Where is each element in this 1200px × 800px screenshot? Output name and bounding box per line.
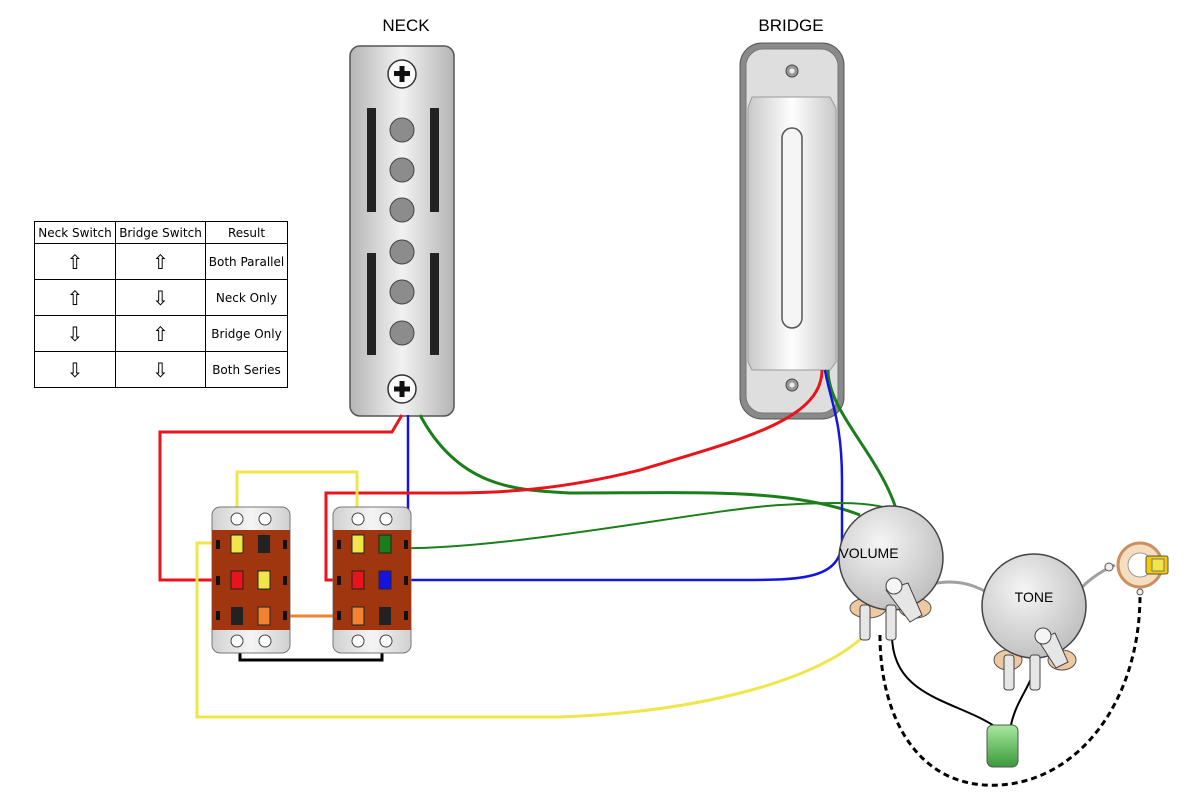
result-cell: Bridge Only	[205, 315, 288, 352]
neck-switch[interactable]	[211, 506, 291, 654]
neck-pickup	[349, 45, 455, 417]
output-jack[interactable]	[1104, 541, 1169, 596]
down-arrow-icon: ⇩	[152, 357, 169, 382]
bridge-switch[interactable]	[332, 506, 412, 654]
neck-screw-top-icon	[387, 59, 417, 89]
capacitor	[986, 724, 1019, 768]
result-cell: Both Series	[205, 351, 288, 388]
table-row: ⇩ ⇧ Bridge Only	[34, 315, 288, 352]
result-cell: Both Parallel	[205, 243, 288, 280]
table-row: ⇧ ⇩ Neck Only	[34, 279, 288, 316]
down-arrow-icon: ⇩	[152, 285, 169, 310]
up-arrow-icon: ⇧	[66, 285, 84, 310]
neck-pickup-label: NECK	[382, 16, 430, 35]
header-bridge-switch: Bridge Switch	[115, 221, 206, 244]
header-result: Result	[205, 221, 288, 244]
bridge-pickup	[739, 42, 845, 420]
up-arrow-icon: ⇧	[152, 321, 169, 346]
cap-black-wire-1	[891, 634, 1001, 731]
switch-green-jumper	[385, 501, 911, 581]
down-arrow-icon: ⇩	[66, 321, 84, 346]
switch-truth-table: Neck Switch Bridge Switch Result ⇧ ⇧ Bot…	[34, 221, 288, 388]
volume-label: VOLUME	[839, 545, 898, 561]
neck-pole-pieces	[389, 117, 415, 346]
down-arrow-icon: ⇩	[66, 357, 84, 382]
tone-label: TONE	[1015, 589, 1054, 605]
up-arrow-icon: ⇧	[152, 249, 169, 274]
volume-pot[interactable]: VOLUME	[838, 505, 944, 641]
table-row: ⇩ ⇩ Both Series	[34, 351, 288, 388]
bridge-red-wire	[324, 369, 824, 582]
up-arrow-icon: ⇧	[66, 249, 84, 274]
yellow-output-wire	[195, 541, 868, 719]
tone-pot[interactable]: TONE	[981, 553, 1087, 691]
header-neck-switch: Neck Switch	[34, 221, 116, 244]
table-row: ⇧ ⇧ Both Parallel	[34, 243, 288, 280]
bridge-pickup-label: BRIDGE	[758, 16, 823, 35]
result-cell: Neck Only	[205, 279, 288, 316]
neck-green-wire	[418, 414, 861, 517]
neck-screw-bottom-icon	[387, 374, 417, 404]
neck-red-wire	[158, 414, 404, 582]
